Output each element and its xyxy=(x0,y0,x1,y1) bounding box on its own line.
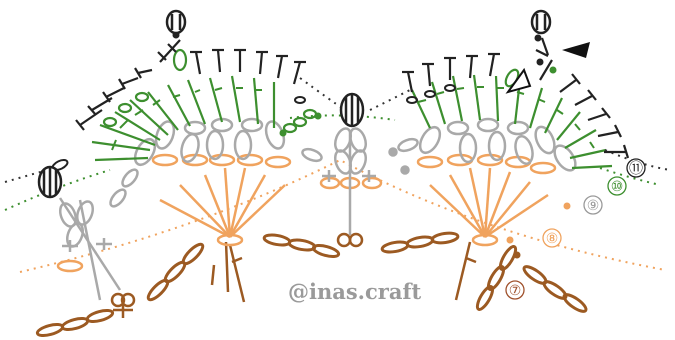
label-round-7: ⑦ xyxy=(506,281,524,299)
svg-text:⑦: ⑦ xyxy=(509,283,522,299)
round-10 xyxy=(5,50,660,210)
chain-group-left-bottom xyxy=(36,308,113,337)
round-9-center xyxy=(301,126,419,235)
chain-group-center-right xyxy=(381,232,458,254)
chain-group-center-left xyxy=(263,233,339,258)
round-labels: ⑪ ⑩ ⑨ ⑧ ⑦ xyxy=(506,159,645,299)
label-round-11: ⑪ xyxy=(627,159,645,177)
label-round-9: ⑨ xyxy=(584,196,602,214)
svg-text:⑨: ⑨ xyxy=(587,198,600,214)
round-8-right-chains xyxy=(418,155,555,173)
round-9 xyxy=(57,119,579,300)
picot-center xyxy=(338,234,362,246)
chain-group-right-diag xyxy=(475,244,519,311)
round-8-left-chains xyxy=(153,155,290,167)
puff-left xyxy=(39,167,61,197)
svg-text:⑩: ⑩ xyxy=(611,179,624,195)
puff-stitch-icon xyxy=(39,11,550,197)
round-9-left-side xyxy=(57,167,140,300)
svg-text:⑧: ⑧ xyxy=(546,231,559,247)
start-arrow-icon xyxy=(562,42,590,58)
picot-left xyxy=(112,294,134,318)
round-8-dotted-line xyxy=(20,160,665,272)
chain-group-left-diag xyxy=(146,242,206,303)
puff-top-right xyxy=(532,11,550,33)
label-round-8: ⑧ xyxy=(543,229,561,247)
label-round-10: ⑩ xyxy=(608,177,626,195)
puff-top-left xyxy=(167,11,185,33)
puff-center xyxy=(341,94,363,126)
chain-group-right-bottom xyxy=(522,264,588,314)
watermark: @inas.craft xyxy=(288,279,421,304)
svg-text:⑪: ⑪ xyxy=(629,161,643,177)
